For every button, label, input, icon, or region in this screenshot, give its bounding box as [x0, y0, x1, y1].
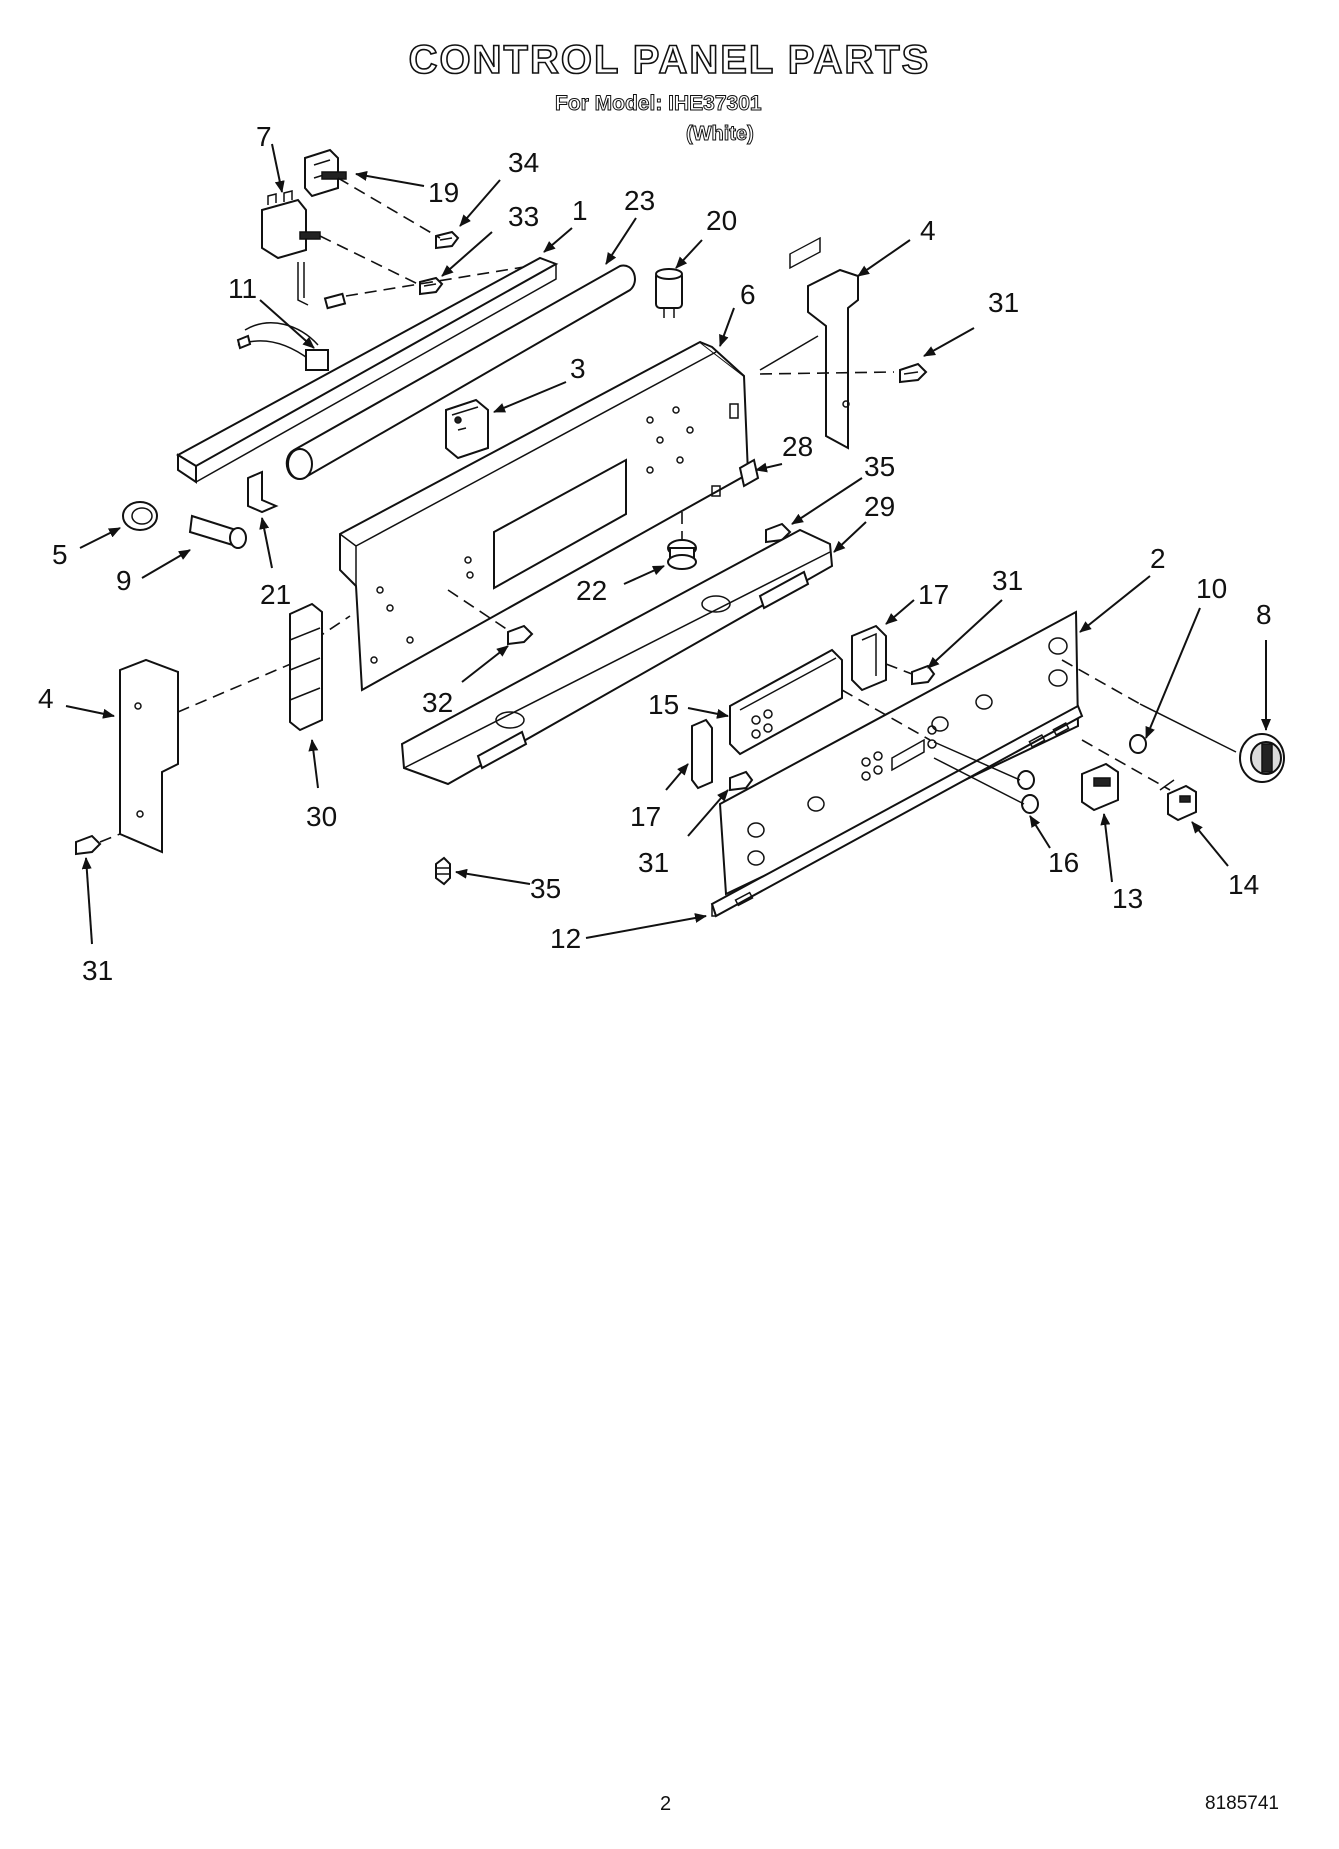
part-17-clip-upper	[851, 624, 887, 692]
callout-34: 34	[508, 147, 539, 178]
model-line: For Model: IHE37301	[555, 92, 763, 116]
part-33-screw	[419, 276, 444, 296]
mount-line-8-b	[1139, 703, 1237, 753]
part-13-switch	[1081, 762, 1119, 812]
part-5-trim-ring	[122, 501, 158, 531]
callout-17-lower: 17	[630, 801, 661, 832]
part-22-grommet	[667, 539, 697, 570]
mount-line-8	[1061, 659, 1141, 705]
callout-20: 20	[706, 205, 737, 236]
part-1-bracket	[176, 256, 559, 484]
part-9-shaft	[188, 514, 247, 549]
mount-line-4-left	[177, 659, 301, 713]
callout-leaders	[65, 143, 1271, 945]
callout-31-middle: 31	[992, 565, 1023, 596]
mount-line-14	[1081, 739, 1171, 791]
callout-labels: 7 34 19 33 1 23 20 4 31 11 6 3 28 35 29 …	[38, 121, 1272, 986]
part-10-indicator	[1129, 734, 1147, 754]
mount-line-15	[841, 689, 931, 741]
document-number: 8185741	[1205, 1793, 1279, 1814]
mount-line-16	[933, 741, 1025, 805]
callout-2: 2	[1150, 543, 1166, 574]
callout-31-lower: 31	[638, 847, 669, 878]
part-31-screw-top-right	[899, 362, 928, 384]
callout-23: 23	[624, 185, 655, 216]
mount-line-32	[447, 589, 509, 631]
callout-30: 30	[306, 801, 337, 832]
part-16-buttons	[1017, 770, 1039, 814]
part-12-trim-strip	[710, 704, 1084, 918]
callout-8: 8	[1256, 599, 1272, 630]
part-7-infinite-switch	[261, 190, 347, 310]
diagram-title: CONTROL PANEL PARTS	[408, 37, 931, 83]
part-4-endcap-right	[807, 268, 859, 450]
callout-15: 15	[648, 689, 679, 720]
callout-14: 14	[1228, 869, 1259, 900]
part-21-clip	[247, 470, 279, 514]
part-30-terminal-block	[289, 602, 323, 732]
mount-line-7	[319, 235, 423, 287]
callout-6: 6	[740, 279, 756, 310]
part-14-connector	[1159, 779, 1197, 822]
callout-1: 1	[572, 195, 588, 226]
part-28-clip	[738, 458, 760, 488]
mount-line-4-right	[759, 335, 819, 371]
callout-7: 7	[256, 121, 272, 152]
callout-35-lower: 35	[530, 873, 561, 904]
part-4-endcap-left	[119, 658, 179, 854]
part-32-screw	[507, 624, 534, 646]
callout-31-left: 31	[82, 955, 113, 986]
part-35-screw-lower	[435, 856, 451, 886]
callout-9: 9	[116, 565, 132, 596]
part-3-lamp-socket	[445, 398, 489, 460]
callout-35-upper: 35	[864, 451, 895, 482]
part-8-knob	[1239, 733, 1285, 783]
callout-13: 13	[1112, 883, 1143, 914]
part-20-starter	[655, 268, 683, 318]
callout-5: 5	[52, 539, 68, 570]
callout-22: 22	[576, 575, 607, 606]
part-31-screw-middle	[911, 664, 936, 686]
callout-28: 28	[782, 431, 813, 462]
part-6-console-panel	[339, 340, 750, 692]
callout-4-left: 4	[38, 683, 54, 714]
mount-line-31-right	[759, 371, 895, 375]
mount-line-31-middle	[885, 663, 913, 675]
callout-31-top-right: 31	[988, 287, 1019, 318]
part-23-lamp-tube	[285, 264, 636, 480]
callout-29: 29	[864, 491, 895, 522]
mount-line-33	[345, 265, 531, 297]
callout-32: 32	[422, 687, 453, 718]
callout-12: 12	[550, 923, 581, 954]
part-34-screw	[435, 230, 460, 250]
part-29-deflector	[400, 528, 834, 786]
part-19-switch	[304, 148, 347, 198]
callout-21: 21	[260, 579, 291, 610]
page-number: 2	[660, 1793, 672, 1815]
part-15-electronic-control	[729, 236, 843, 756]
mount-line-19	[337, 177, 441, 239]
callout-11: 11	[228, 273, 257, 304]
model-variant: (White)	[686, 123, 755, 146]
part-11-wire-harness	[236, 322, 329, 371]
part-2-control-panel	[718, 610, 1080, 896]
part-31-screw-lower	[729, 770, 754, 792]
callout-10: 10	[1196, 573, 1227, 604]
part-17-clip-lower	[691, 718, 713, 790]
callout-4-right: 4	[920, 215, 936, 246]
callout-3: 3	[570, 353, 586, 384]
callout-17-upper: 17	[918, 579, 949, 610]
part-31-screw-left	[75, 833, 121, 856]
callout-19: 19	[428, 177, 459, 208]
callout-16: 16	[1048, 847, 1079, 878]
callout-33: 33	[508, 201, 539, 232]
